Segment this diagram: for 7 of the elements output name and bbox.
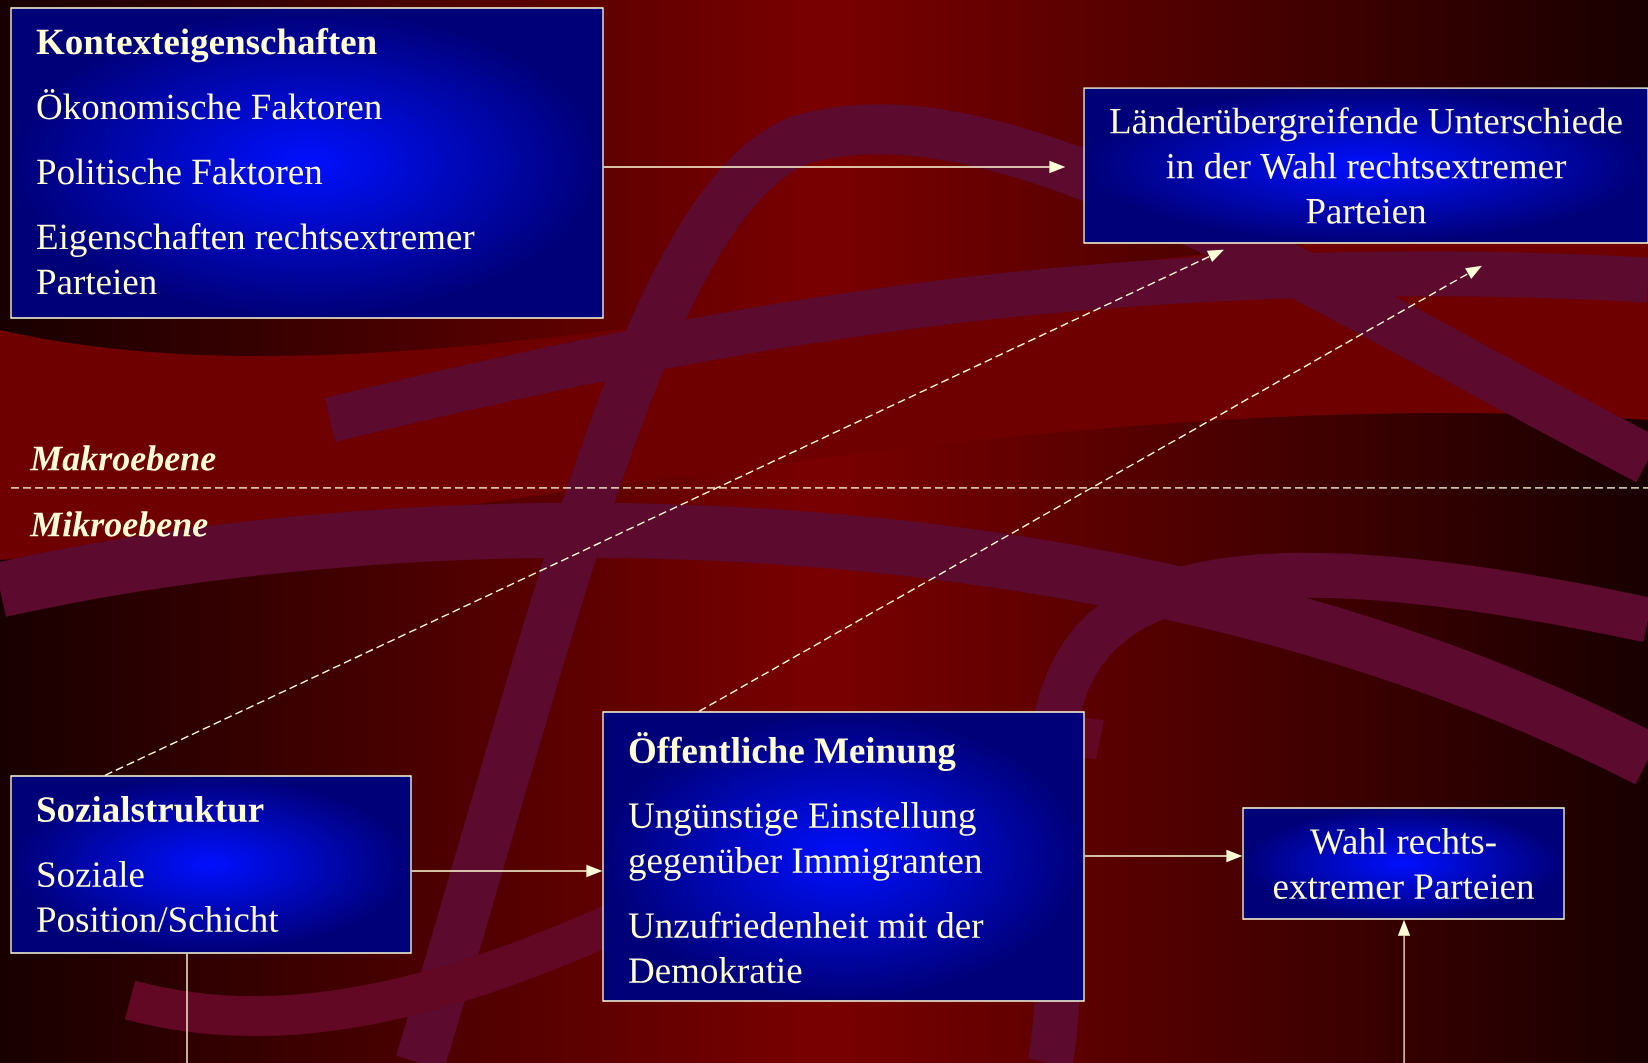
text-box: Wahl rechts-extremer Parteien <box>1242 807 1565 920</box>
text-box: Sozialstruktur Soziale Position/Schicht <box>10 775 412 954</box>
level-label: Mikroebene <box>29 511 208 537</box>
level-label: Makroebene <box>29 445 216 471</box>
text-box: Öffentliche Meinung Ungünstige Einstellung gegenüber Immigranten Unzufriedenheit mit der Demokratie <box>602 711 1085 1002</box>
text-box: Länderübergreifende Unterschiede in der Wahl rechtsextremer Parteien <box>1083 87 1648 244</box>
text-box: Kontexteigenschaften Ökonomische Faktoren Politische Faktoren Eigenschaften rechtsextremer Parteien <box>10 7 604 319</box>
